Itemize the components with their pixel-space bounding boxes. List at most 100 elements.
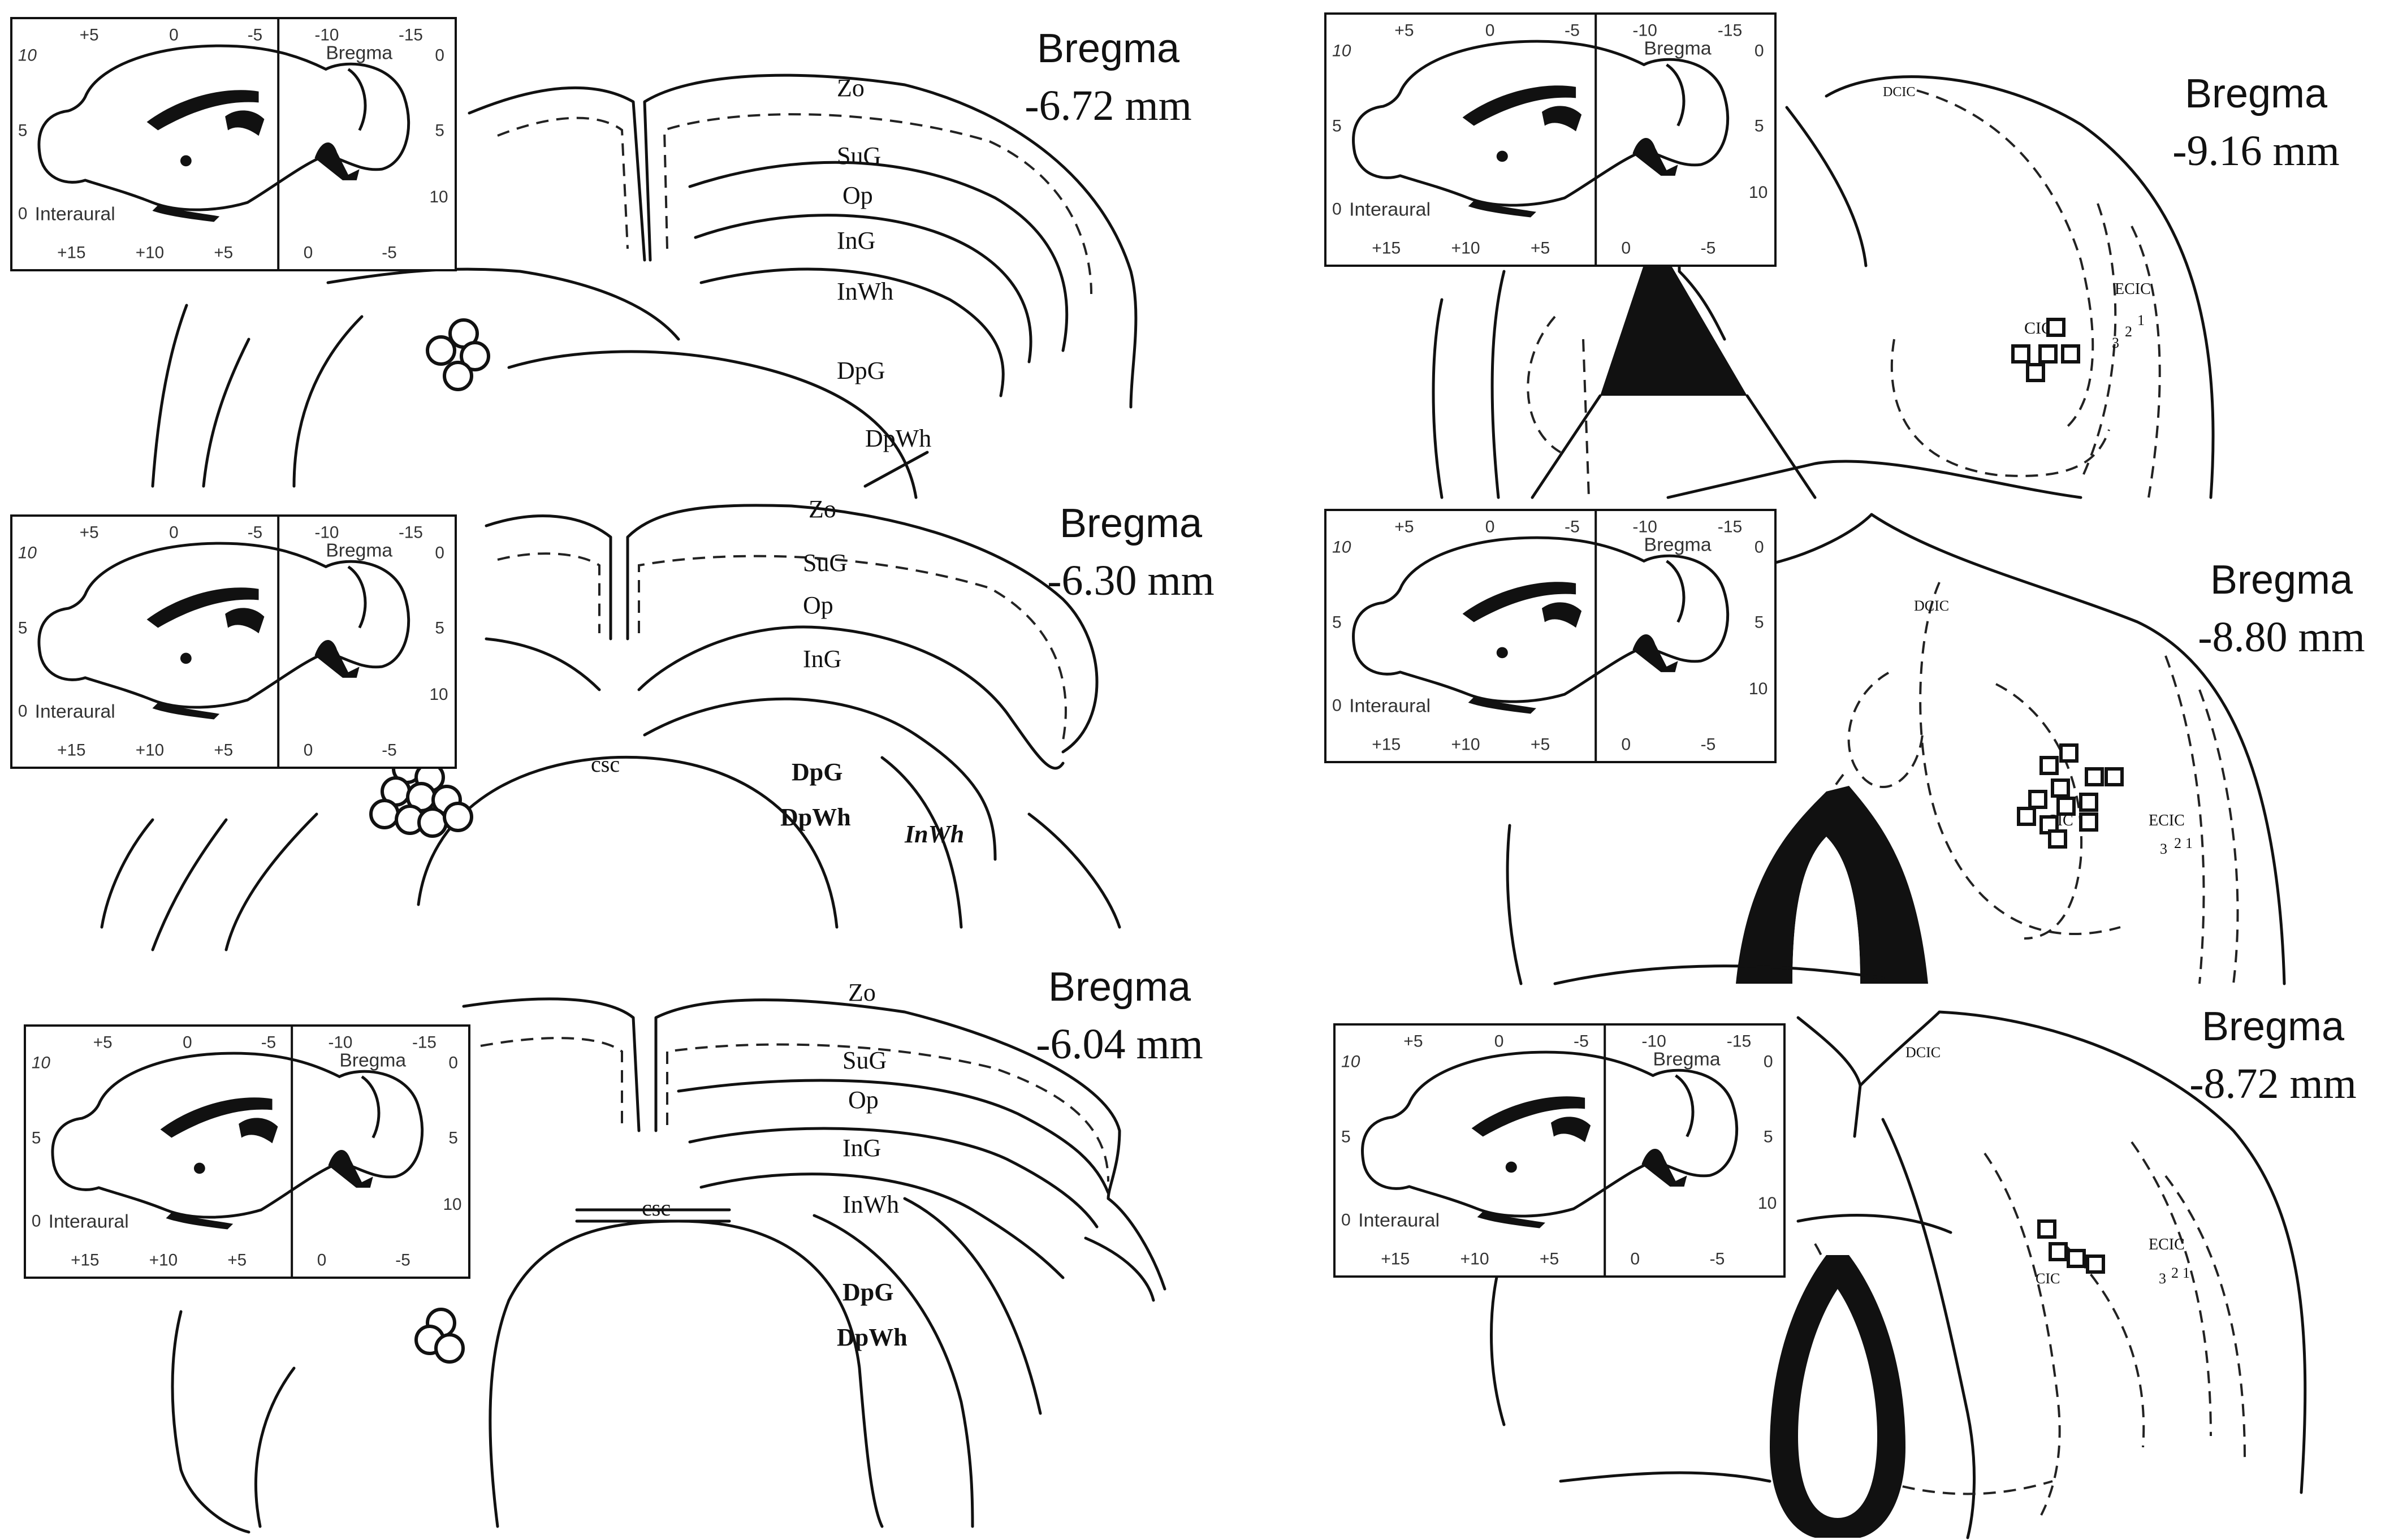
injection-marker	[443, 361, 473, 391]
inset-top-tick: 0	[183, 1033, 192, 1052]
sagittal-brain-outline	[51, 1052, 424, 1230]
layer-label-op: Op	[842, 181, 873, 209]
bregma-annotation: Bregma -6.30 mm	[1018, 498, 1244, 612]
injection-marker	[2049, 1242, 2068, 1261]
injection-marker	[2037, 1219, 2056, 1239]
inset-interaural-label: Interaural	[1349, 695, 1431, 717]
inset-interaural-label: Interaural	[1349, 199, 1431, 220]
inset-bottom-tick: +15	[57, 243, 85, 262]
bregma-title: Bregma	[1059, 501, 1203, 546]
layer-label-1: 1	[2183, 1265, 2190, 1281]
inset-top-tick: 0	[1485, 21, 1495, 40]
injection-marker	[2026, 363, 2045, 382]
panel-left-3: Zo SuG Op InG InWh csc DpG DpWh +5 0 -5 …	[0, 961, 1244, 1540]
injection-marker	[417, 807, 448, 838]
inset-top-tick: -15	[412, 1033, 437, 1052]
inset-left-tick: 5	[18, 618, 28, 637]
inset-left-tick: 5	[1332, 117, 1342, 136]
inset-bottom-tick: +10	[136, 741, 164, 759]
layer-label-ing: InG	[837, 227, 875, 254]
layer-label-ing: InG	[842, 1134, 881, 1162]
injection-marker	[2046, 318, 2065, 337]
inset-left-tick: 10	[18, 544, 37, 563]
layer-label-dcic: DCIC	[1883, 85, 1915, 100]
inset-bottom-tick: +10	[1451, 239, 1480, 258]
sagittal-inset: +5 0 -5 -10 -15 10 5 0 0 5 10 +15 +10 +5…	[24, 1024, 470, 1279]
inset-right-tick: 10	[1749, 183, 1768, 202]
sagittal-inset: +5 0 -5 -10 -15 10 5 0 0 5 10 +15 +10 +5…	[1324, 12, 1777, 267]
layer-label-cic: CIC	[2036, 1270, 2060, 1287]
injection-marker	[434, 1333, 465, 1364]
inset-top-tick: 0	[169, 25, 179, 44]
bregma-value: -8.80 mm	[2198, 613, 2365, 661]
layer-label-zo: Zo	[848, 979, 876, 1006]
coronal-section-inferior-colliculus-1: DCIC CIC ECIC 1 2 3	[1432, 75, 2215, 499]
injection-markers	[426, 318, 490, 391]
injection-marker	[443, 802, 473, 832]
inset-bregma-label: Bregma	[1644, 38, 1712, 59]
inset-top-tick: +5	[1403, 1032, 1423, 1051]
inset-bottom-tick: +5	[1531, 239, 1550, 258]
layer-label-ecic: ECIC	[2115, 280, 2151, 298]
inset-right-tick: 5	[1764, 1128, 1773, 1147]
layer-label-ing: InG	[803, 645, 841, 673]
bregma-annotation: Bregma -6.04 mm	[1006, 961, 1233, 1075]
injection-marker	[2061, 344, 2080, 364]
inset-left-tick: 0	[1332, 200, 1342, 219]
layer-label-2: 2	[2125, 323, 2132, 340]
injection-markers	[414, 1308, 465, 1364]
inset-bottom-tick: +15	[57, 741, 85, 759]
layer-label-sug: SuG	[803, 549, 847, 577]
inset-bottom-tick: 0	[317, 1251, 327, 1269]
inset-bottom-tick: -5	[1701, 239, 1716, 258]
inset-bottom-tick: +15	[1372, 239, 1401, 258]
inset-bottom-tick: +10	[1451, 736, 1480, 754]
layer-label-inwh: InWh	[842, 1191, 899, 1218]
inset-top-tick: -15	[399, 523, 423, 542]
inset-left-tick: 0	[1332, 697, 1342, 715]
inset-right-tick: 0	[435, 544, 444, 563]
panel-right-1: DCIC CIC ECIC 1 2 3 +5 0 -5 -10 -15 10 5…	[1317, 0, 2381, 509]
inset-bottom-tick: +10	[149, 1251, 178, 1269]
inset-right-tick: 5	[1755, 613, 1764, 632]
inset-top-tick: -10	[1641, 1032, 1666, 1051]
layer-label-dcic: DCIC	[1905, 1044, 1941, 1061]
inset-top-tick: -15	[1727, 1032, 1751, 1051]
inset-left-tick: 10	[18, 46, 37, 65]
inset-right-tick: 0	[1755, 538, 1764, 557]
inset-bregma-label: Bregma	[339, 1050, 406, 1071]
layer-label-dpg: DpG	[842, 1278, 893, 1306]
panel-right-3: DCIC CIC ECIC 1 2 3 +5 0 -5 -10 -15 10 5…	[1317, 1004, 2381, 1540]
layer-label-zo: Zo	[809, 495, 836, 523]
inset-left-tick: 10	[1332, 538, 1351, 557]
injection-marker	[2105, 767, 2124, 786]
inset-right-tick: 10	[1749, 680, 1768, 698]
injection-marker	[2051, 778, 2070, 798]
inset-left-tick: 0	[32, 1212, 41, 1231]
inset-bottom-tick: +5	[214, 741, 233, 759]
layer-label-op: Op	[803, 591, 833, 619]
inset-interaural-label: Interaural	[35, 204, 115, 225]
inset-top-tick: -15	[1718, 21, 1742, 40]
inset-left-tick: 0	[18, 205, 28, 223]
injection-marker	[426, 335, 456, 366]
inset-left-tick: 0	[18, 702, 28, 721]
inset-bregma-label: Bregma	[326, 43, 392, 64]
inset-left-tick: 10	[1332, 42, 1351, 60]
injection-marker	[2079, 812, 2098, 832]
inset-right-tick: 5	[435, 618, 444, 637]
inset-right-tick: 10	[1758, 1194, 1777, 1213]
layer-label-dpg: DpG	[837, 357, 885, 384]
panel-left-2: Zo SuG Op InG csc DpG DpWh InWh +5 0 -5 …	[0, 495, 1244, 984]
coronal-section-inferior-colliculus-2: DCIC CIC ECIC 1 2 3	[1506, 513, 2286, 985]
inset-bregma-label: Bregma	[326, 540, 392, 561]
inset-top-tick: -5	[261, 1033, 276, 1052]
inset-bregma-label: Bregma	[1653, 1049, 1721, 1070]
injection-marker	[2017, 807, 2036, 826]
inset-top-tick: +5	[80, 523, 99, 542]
inset-bottom-tick: 0	[1630, 1250, 1640, 1269]
layer-label-1: 1	[2185, 835, 2193, 851]
inset-bottom-tick: +5	[1531, 736, 1550, 754]
sagittal-brain-outline	[1352, 536, 1729, 714]
layer-label-dpwh: DpWh	[837, 1323, 908, 1351]
